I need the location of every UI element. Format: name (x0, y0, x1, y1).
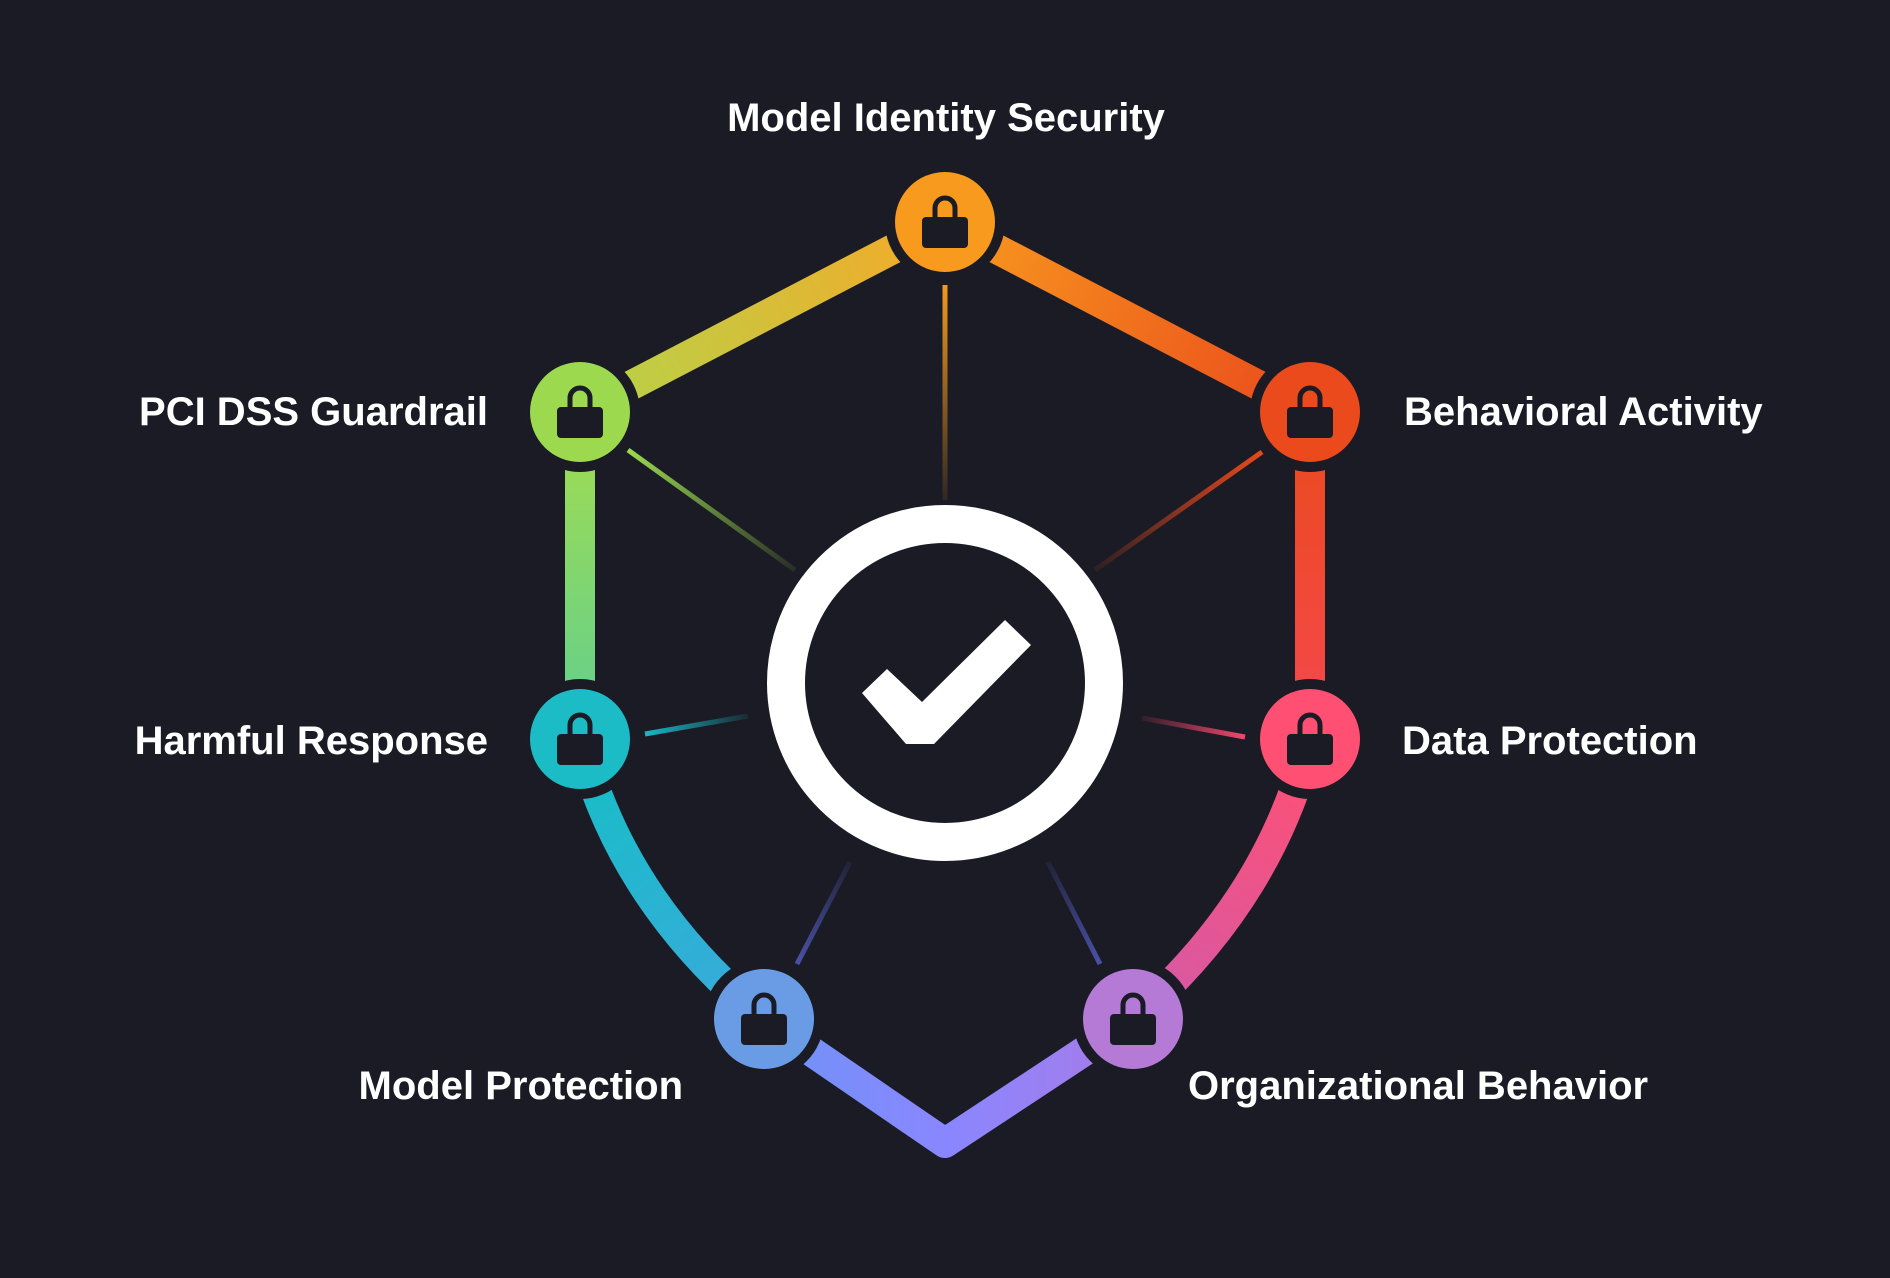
spokes (626, 285, 1264, 966)
label-model-protection: Model Protection (358, 1064, 683, 1108)
label-pci-dss-guardrail: PCI DSS Guardrail (139, 390, 488, 434)
spoke-upper-left (626, 447, 797, 573)
lock-icon (741, 992, 787, 1045)
lock-icon (557, 385, 603, 438)
label-behavioral-activity: Behavioral Activity (1404, 390, 1763, 434)
node-layer (520, 162, 1370, 1079)
label-organizational-behavior: Organizational Behavior (1188, 1064, 1649, 1108)
node-organizational-behavior (1073, 959, 1193, 1079)
spoke-lower-right (1045, 860, 1103, 966)
lock-icon (1287, 385, 1333, 438)
center-badge (767, 505, 1123, 861)
label-data-protection: Data Protection (1402, 719, 1698, 763)
node-pci-dss-guardrail (520, 352, 640, 472)
node-behavioral-activity (1250, 352, 1370, 472)
edge-top-right (938, 208, 1317, 426)
node-harmful-response (520, 679, 640, 799)
lock-icon (1287, 712, 1333, 765)
node-model-protection (704, 959, 824, 1079)
lock-icon (557, 712, 603, 765)
edge-bottom (755, 1006, 1142, 1158)
node-model-identity-security (885, 162, 1005, 282)
spoke-upper-right (1093, 449, 1264, 573)
node-data-protection (1250, 679, 1370, 799)
spoke-mid-right (1141, 715, 1246, 740)
lock-icon (922, 195, 968, 248)
spoke-mid-left (644, 713, 749, 737)
edge-top-left (573, 208, 952, 426)
lock-icon (1110, 992, 1156, 1045)
label-harmful-response: Harmful Response (134, 719, 488, 763)
spoke-lower-left (794, 860, 853, 966)
checkmark-icon (862, 620, 1031, 744)
label-model-identity-security: Model Identity Security (727, 96, 1165, 140)
